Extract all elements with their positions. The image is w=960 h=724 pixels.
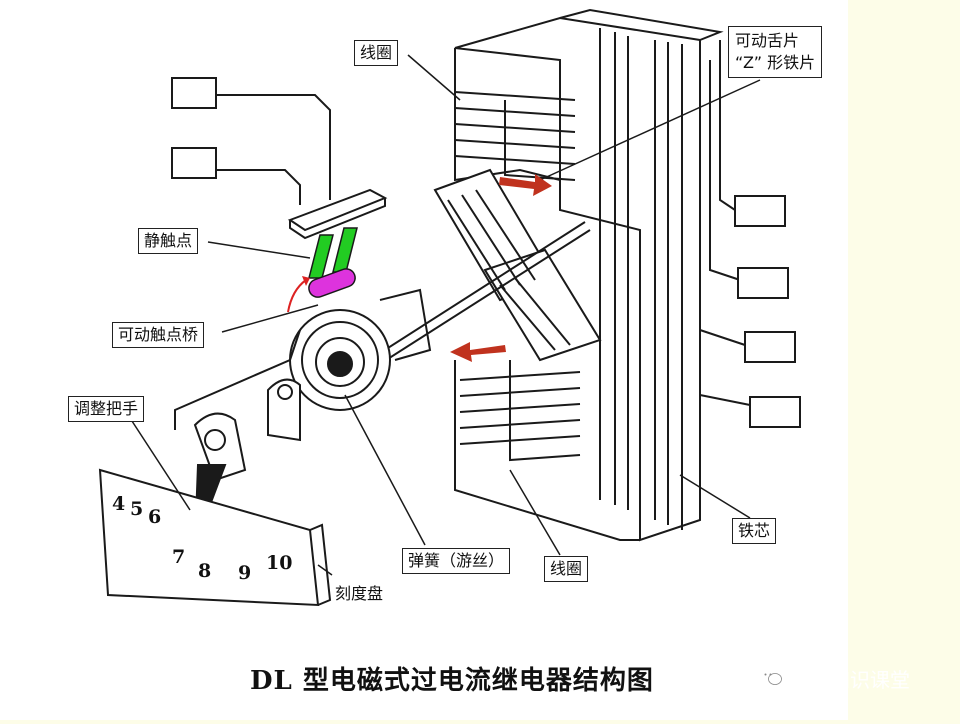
force-arrows	[450, 174, 552, 362]
label-spring: 弹簧（游丝）	[402, 548, 511, 574]
label-coil-top: 线圈	[354, 40, 399, 66]
dial-number: 4	[112, 493, 126, 515]
diagram-panel	[0, 0, 848, 720]
terminals-right	[699, 40, 801, 428]
bottom-coil	[459, 360, 581, 462]
label-coil-bottom: 线圈	[544, 556, 589, 582]
iron-core	[454, 8, 724, 542]
relay-structure	[98, 8, 801, 607]
static-contact-bracket	[215, 94, 388, 240]
dial-number: 8	[198, 560, 212, 582]
terminals-left	[171, 77, 217, 179]
dial-number: 10	[266, 552, 293, 574]
dial-number: 5	[130, 498, 144, 520]
leader-lines	[129, 54, 761, 576]
top-coil	[454, 91, 576, 181]
arrow-right	[499, 174, 552, 196]
spring-drum	[289, 288, 432, 411]
rotation-arrow	[287, 279, 307, 313]
label-static-contact: 静触点	[138, 228, 199, 254]
pivot-bracket	[267, 378, 301, 442]
dial-number: 7	[172, 546, 186, 568]
dial-number: 6	[148, 506, 162, 528]
label-adjust-handle: 调整把手	[68, 396, 145, 422]
dial-plate	[98, 468, 332, 607]
wechat-icon	[760, 669, 782, 685]
label-dial: 刻度盘	[335, 584, 384, 603]
rotation-arrowhead	[302, 276, 310, 286]
arrow-left	[450, 342, 506, 362]
label-iron-core: 铁芯	[732, 518, 777, 544]
movable-contact-bridge	[308, 268, 356, 298]
dial-number: 9	[238, 562, 252, 584]
label-movable-contact-bridge: 可动触点桥	[112, 322, 205, 348]
label-movable-tongue-line2: “Z” 形铁片	[735, 53, 816, 72]
label-movable-tongue: 可动舌片 “Z” 形铁片	[728, 26, 823, 78]
label-movable-tongue-line1: 可动舌片	[735, 31, 800, 50]
watermark-text: 电力知识课堂	[790, 668, 910, 692]
diagram-title: DL 型电磁式过电流继电器结构图	[250, 666, 654, 696]
